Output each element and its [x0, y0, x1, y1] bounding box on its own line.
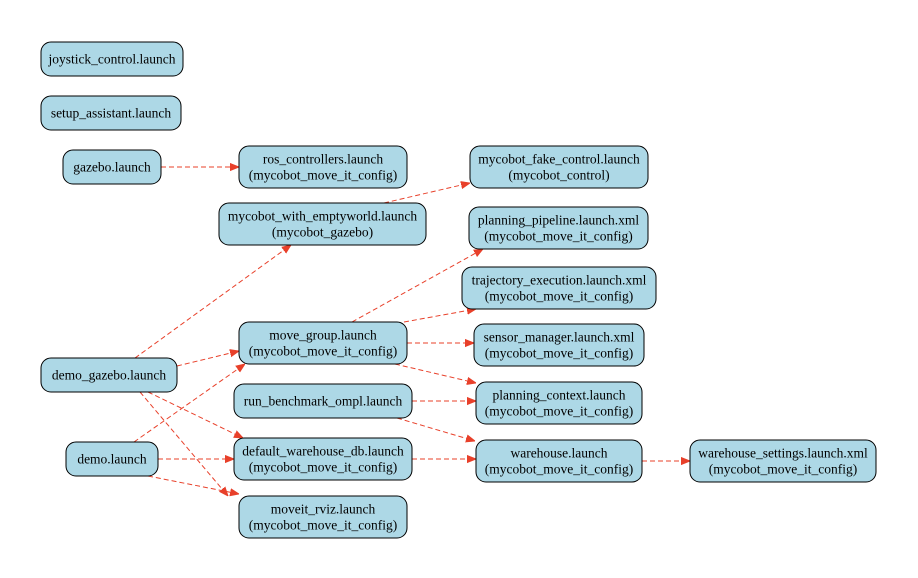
node-sensor-manager: sensor_manager.launch.xml(mycobot_move_i…	[473, 323, 645, 367]
edge-demo-gazebo-to-default-warehouse	[147, 391, 243, 438]
node-label: default_warehouse_db.launch	[242, 444, 404, 459]
node-box	[473, 323, 645, 367]
node-planning-context: planning_context.launch(mycobot_move_it_…	[475, 381, 643, 425]
node-label: moveit_rviz.launch	[271, 502, 376, 517]
node-ros-controllers: ros_controllers.launch(mycobot_move_it_c…	[238, 145, 408, 189]
node-fake-control: mycobot_fake_control.launch(mycobot_cont…	[469, 145, 649, 189]
node-moveit-rviz: moveit_rviz.launch(mycobot_move_it_confi…	[238, 495, 408, 539]
nodes-layer: joystick_control.launch setup_assistant.l…	[40, 41, 877, 539]
node-box	[65, 441, 159, 477]
node-label: warehouse.launch	[510, 446, 607, 461]
node-package-label: (mycobot_move_it_config)	[485, 289, 633, 304]
node-box	[475, 439, 643, 483]
node-box	[233, 383, 413, 419]
node-box	[233, 437, 413, 481]
node-box	[468, 206, 649, 250]
node-box	[62, 149, 162, 185]
node-label: sensor_manager.launch.xml	[484, 330, 635, 345]
node-label: mycobot_fake_control.launch	[478, 152, 640, 167]
node-package-label: (mycobot_move_it_config)	[485, 346, 633, 361]
node-package-label: (mycobot_move_it_config)	[485, 462, 633, 477]
edge-demo-gazebo-to-moveit-rviz	[139, 391, 228, 496]
node-box	[218, 202, 427, 246]
node-label: ros_controllers.launch	[263, 152, 384, 167]
node-package-label: (mycobot_control)	[508, 168, 609, 183]
node-setup: setup_assistant.launch	[40, 95, 182, 131]
edge-run-benchmark-to-warehouse	[396, 417, 475, 441]
node-package-label: (mycobot_move_it_config)	[249, 168, 397, 183]
node-package-label: (mycobot_move_it_config)	[485, 404, 633, 419]
node-label: demo.launch	[77, 452, 147, 467]
node-default-warehouse: default_warehouse_db.launch(mycobot_move…	[233, 437, 413, 481]
edge-demo-gazebo-to-emptyworld	[134, 245, 291, 359]
node-box	[40, 41, 184, 77]
node-demo: demo.launch	[65, 441, 159, 477]
node-run-benchmark: run_benchmark_ompl.launch	[233, 383, 413, 419]
node-label: demo_gazebo.launch	[52, 368, 167, 383]
node-demo-gazebo: demo_gazebo.launch	[40, 357, 178, 393]
edge-emptyworld-to-fake-control	[383, 183, 470, 204]
node-box	[469, 145, 649, 189]
node-label: run_benchmark_ompl.launch	[244, 394, 403, 409]
node-package-label: (mycobot_move_it_config)	[249, 460, 397, 475]
node-warehouse-settings: warehouse_settings.launch.xml(mycobot_mo…	[689, 439, 877, 483]
node-label: move_group.launch	[269, 328, 377, 343]
node-box	[238, 145, 408, 189]
node-package-label: (mycobot_move_it_config)	[249, 518, 397, 533]
node-label: trajectory_execution.launch.xml	[472, 273, 647, 288]
edge-move-group-to-trajectory	[403, 309, 476, 323]
node-box	[40, 95, 182, 131]
edge-demo-to-moveit-rviz	[147, 475, 239, 494]
node-label: planning_pipeline.launch.xml	[478, 213, 639, 228]
node-box	[40, 357, 178, 393]
node-label: warehouse_settings.launch.xml	[698, 446, 868, 461]
node-label: mycobot_with_emptyworld.launch	[228, 209, 418, 224]
edge-move-group-to-planning-pipeline	[351, 249, 483, 323]
node-box	[238, 321, 408, 365]
node-label: planning_context.launch	[492, 388, 625, 403]
node-emptyworld: mycobot_with_emptyworld.launch(mycobot_g…	[218, 202, 427, 246]
node-box	[689, 439, 877, 483]
node-joystick: joystick_control.launch	[40, 41, 184, 77]
node-planning-pipeline: planning_pipeline.launch.xml(mycobot_mov…	[468, 206, 649, 250]
node-box	[238, 495, 408, 539]
node-label: joystick_control.launch	[47, 52, 175, 67]
node-package-label: (mycobot_move_it_config)	[709, 462, 857, 477]
edge-demo-gazebo-to-move-group	[176, 351, 239, 367]
node-package-label: (mycobot_move_it_config)	[484, 229, 632, 244]
node-gazebo: gazebo.launch	[62, 149, 162, 185]
node-box	[475, 381, 643, 425]
node-label: gazebo.launch	[73, 160, 151, 175]
node-package-label: (mycobot_move_it_config)	[249, 344, 397, 359]
node-label: setup_assistant.launch	[51, 106, 172, 121]
edge-demo-to-move-group	[133, 364, 245, 443]
node-trajectory: trajectory_execution.launch.xml(mycobot_…	[461, 266, 657, 310]
node-warehouse: warehouse.launch(mycobot_move_it_config)	[475, 439, 643, 483]
node-move-group: move_group.launch(mycobot_move_it_config…	[238, 321, 408, 365]
edges-layer	[133, 167, 690, 496]
edge-move-group-to-planning-context	[394, 363, 476, 383]
node-box	[461, 266, 657, 310]
node-package-label: (mycobot_gazebo)	[272, 225, 373, 240]
